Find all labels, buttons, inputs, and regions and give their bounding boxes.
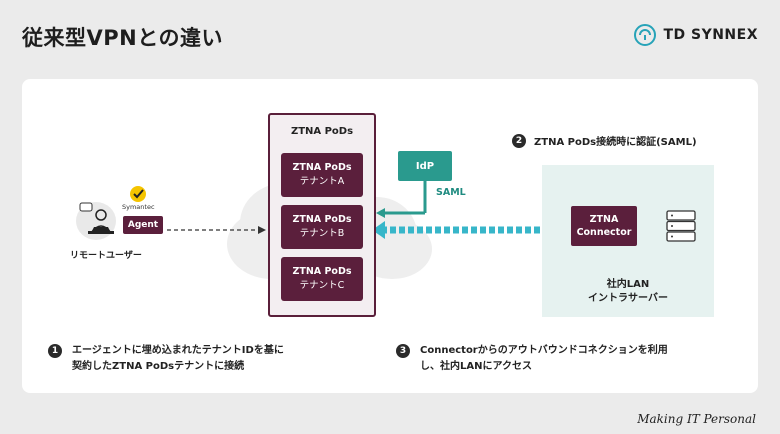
- internal-lan-label: 社内LAN イントラサーバー: [542, 278, 714, 306]
- step-3-line2: し、社内LANにアクセス: [420, 361, 532, 372]
- saml-label: SAML: [436, 187, 466, 198]
- step-3-note: 3 Connectorからのアウトバウンドコネクションを利用 し、社内LANにア…: [396, 343, 668, 375]
- server-icon: [666, 210, 696, 242]
- tenant-c-box: ZTNA PoDs テナントC: [281, 257, 363, 301]
- connector-line1: ZTNA: [589, 214, 619, 225]
- step-1-line1: エージェントに埋め込まれたテナントIDを基に: [72, 345, 284, 356]
- tenant-b-name: ZTNA PoDs: [292, 214, 352, 225]
- tenant-a-label: テナントA: [299, 176, 345, 187]
- tenant-a-box: ZTNA PoDs テナントA: [281, 153, 363, 197]
- remote-user-label: リモートユーザー: [70, 251, 142, 261]
- step-2-number: 2: [512, 133, 526, 148]
- page-title: 従来型VPNとの違い: [22, 26, 224, 50]
- step-2-heading: 2 ZTNA PoDs接続時に認証(SAML): [512, 133, 697, 148]
- ztna-pods-box: ZTNA PoDs ZTNA PoDs テナントA ZTNA PoDs テナント…: [268, 113, 376, 317]
- agent-badge: Agent: [123, 216, 163, 234]
- step-1-number: 1: [48, 344, 62, 358]
- ztna-connector-box: ZTNA Connector: [571, 206, 637, 246]
- td-synnex-logo-icon: [634, 24, 657, 46]
- step-1-line2: 契約したZTNA PoDsテナントに接続: [72, 361, 245, 372]
- symantec-label: Symantec: [122, 203, 155, 211]
- tenant-b-label: テナントB: [299, 228, 345, 239]
- tenant-b-box: ZTNA PoDs テナントB: [281, 205, 363, 249]
- lan-label-line2: イントラサーバー: [588, 293, 668, 304]
- idp-box: IdP: [398, 151, 452, 181]
- connection-lines: [167, 181, 666, 239]
- diagram-card: Symantec Agent リモートユーザー ZTNA PoDs ZTNA P…: [22, 79, 758, 393]
- brand-logo: TD SYNNEX: [634, 24, 758, 46]
- remote-user-icon: [76, 202, 116, 240]
- ztna-pods-title: ZTNA PoDs: [290, 126, 354, 137]
- symantec-check-icon: [130, 186, 146, 202]
- lan-label-line1: 社内LAN: [606, 279, 650, 290]
- tenant-a-name: ZTNA PoDs: [292, 162, 352, 173]
- step-3-number: 3: [396, 344, 410, 358]
- tenant-c-label: テナントC: [299, 280, 345, 291]
- step-3-line1: Connectorからのアウトバウンドコネクションを利用: [420, 345, 668, 356]
- tenant-c-name: ZTNA PoDs: [292, 266, 352, 277]
- step-1-note: 1 エージェントに埋め込まれたテナントIDを基に 契約したZTNA PoDsテナ…: [48, 343, 284, 375]
- connector-line2: Connector: [576, 227, 632, 238]
- tagline: Making IT Personal: [637, 412, 756, 426]
- logo-text: TD SYNNEX: [663, 27, 758, 43]
- step-2-text: ZTNA PoDs接続時に認証(SAML): [534, 137, 697, 148]
